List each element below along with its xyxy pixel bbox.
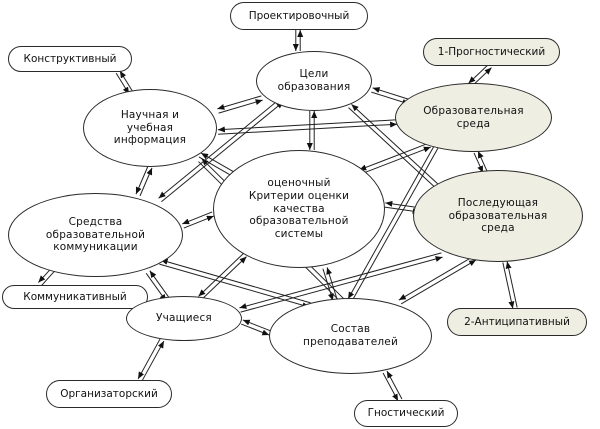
- edge-otsenochny-sostav-forward: [322, 268, 334, 301]
- edge-otsenochny-uchashiesya-backward: [201, 256, 247, 300]
- organizatorsky-text: Организаторский: [60, 387, 158, 400]
- kommunikativny-node: Коммуникативный: [2, 285, 148, 309]
- tseli-text-2: образования: [277, 81, 351, 93]
- edge-prognostichesky-obr-sreda-forward: [468, 64, 489, 84]
- edge-uchashiesya-sostav-forward: [241, 323, 270, 336]
- edge-organizatorsky-uchashiesya-forward: [141, 340, 165, 382]
- otsenochny-text-4: образовательной: [249, 215, 349, 228]
- kommunikativny-label: Коммуникативный: [23, 291, 127, 304]
- edge-otsenochny-sostav-backward: [326, 267, 338, 300]
- otsenochny-text-2: Критерии оценки: [248, 189, 350, 202]
- sredstva-label: Средства образовательной коммуникации: [46, 216, 145, 254]
- antitsipativny-label: 2-Антиципативный: [464, 316, 570, 329]
- sostav-node: Состав преподавателей: [269, 298, 432, 374]
- gnostichesky-node: Гностический: [354, 400, 458, 427]
- kommunikativny-text: Коммуникативный: [23, 290, 127, 303]
- antitsipativny-node: 2-Антиципативный: [447, 308, 587, 336]
- otsenochny-text-1: оценочный: [267, 177, 331, 189]
- obr-sreda-text-2: среда: [456, 117, 491, 130]
- obr-sreda-label: Образовательная среда: [423, 105, 524, 131]
- edge-nauchnaya-obr-sreda-forward: [218, 121, 398, 135]
- posleduyushaya-text-3: среда: [481, 222, 515, 235]
- nauchnaya-text-2: учебная: [126, 121, 174, 134]
- gnostichesky-label: Гностический: [368, 407, 445, 420]
- antitsipativny-text: 2-Антиципативный: [464, 315, 570, 328]
- prognostichesky-label: 1-Прогностический: [438, 46, 545, 59]
- edge-nauchnaya-tseli-forward: [218, 99, 263, 114]
- edge-konstruktivny-nauchnaya-backward: [119, 70, 134, 93]
- uchashiesya-node: Учащиеся: [126, 296, 242, 341]
- edge-gnostichesky-sostav-backward: [382, 372, 399, 402]
- tseli-text-1: Цели: [299, 68, 329, 81]
- obr-sreda-node: Образовательная среда: [395, 83, 552, 152]
- obr-sreda-text-1: Образовательная: [423, 104, 524, 117]
- edge-organizatorsky-uchashiesya-backward: [137, 338, 161, 380]
- edge-otsenochny-uchashiesya-forward: [198, 253, 244, 297]
- sredstva-text-1: Средства: [68, 215, 123, 228]
- edge-sredstva-otsenochny-backward: [181, 211, 213, 225]
- edge-nauchnaya-obr-sreda-backward: [217, 119, 397, 133]
- edge-sredstva-uchashiesya-backward: [149, 270, 171, 300]
- posleduyushaya-label: Последующая образовательная среда: [449, 197, 548, 235]
- edge-tseli-obr-sreda-backward: [372, 87, 411, 101]
- konstruktivny-node: Конструктивный: [8, 46, 132, 72]
- edge-nauchnaya-tseli-backward: [217, 95, 262, 110]
- otsenochny-text-3: качества: [273, 202, 325, 215]
- edge-obr-sreda-posleduyushaya-forward: [473, 152, 484, 174]
- nauchnaya-text-3: информация: [113, 134, 187, 147]
- nauchnaya-text-1: Научная и: [120, 108, 180, 121]
- edge-uchashiesya-posleduyushaya-forward: [240, 256, 443, 313]
- tseli-node: Цели образования: [256, 51, 372, 111]
- konstruktivny-text: Конструктивный: [23, 52, 117, 65]
- otsenochny-node: оценочный Критерии оценки качества образ…: [213, 150, 385, 268]
- otsenochny-text-5: системы: [274, 228, 324, 241]
- edge-antitsipativny-posleduyushaya-backward: [502, 262, 515, 309]
- edge-obr-sreda-otsenochny-backward: [360, 146, 431, 175]
- sostav-text-1: Состав: [330, 323, 371, 336]
- nauchnaya-label: Научная и учебная информация: [114, 109, 186, 147]
- edge-sredstva-tseli-forward: [161, 101, 284, 203]
- edge-sredstva-tseli-backward: [158, 97, 281, 199]
- otsenochny-label: оценочный Критерии оценки качества образ…: [249, 177, 349, 241]
- sredstva-text-2: образовательной: [45, 228, 146, 241]
- edge-uchashiesya-sostav-backward: [242, 319, 271, 332]
- edge-sostav-posleduyushaya-backward: [398, 255, 475, 301]
- edge-antitsipativny-posleduyushaya-forward: [505, 261, 518, 308]
- posleduyushaya-text-1: Последующая: [457, 196, 539, 209]
- edge-obr-sreda-posleduyushaya-backward: [477, 150, 488, 172]
- edge-obr-sreda-otsenochny-forward: [359, 142, 430, 171]
- gnostichesky-text: Гностический: [367, 407, 445, 420]
- edge-nauchnaya-sredstva-backward: [139, 167, 153, 197]
- edge-gnostichesky-sostav-forward: [386, 370, 403, 400]
- sredstva-text-3: коммуникации: [53, 241, 138, 254]
- edge-sredstva-otsenochny-forward: [183, 215, 215, 229]
- edge-sostav-obr-sreda-forward: [351, 140, 443, 302]
- sredstva-node: Средства образовательной коммуникации: [8, 193, 183, 277]
- tseli-label: Цели образования: [278, 68, 351, 94]
- prognostichesky-node: 1-Прогностический: [423, 38, 560, 66]
- posleduyushaya-text-2: образовательная: [448, 209, 548, 222]
- sostav-text-2: преподавателей: [303, 336, 398, 348]
- proektirovochny-text: Проектировочный: [248, 9, 350, 22]
- edge-sostav-obr-sreda-backward: [347, 138, 439, 300]
- edge-uchashiesya-posleduyushaya-backward: [239, 252, 442, 309]
- proektirovochny-node: Проектировочный: [230, 2, 368, 30]
- organizatorsky-node: Организаторский: [46, 380, 172, 408]
- edge-sostav-posleduyushaya-forward: [400, 259, 477, 305]
- proektirovochny-label: Проектировочный: [249, 10, 350, 23]
- prognostichesky-text: 1-Прогностический: [437, 45, 546, 58]
- nauchnaya-node: Научная и учебная информация: [83, 89, 217, 167]
- uchashiesya-label: Учащиеся: [156, 312, 212, 325]
- organizatorsky-label: Организаторский: [60, 388, 158, 401]
- edge-nauchnaya-sredstva-forward: [135, 165, 149, 195]
- konstruktivny-label: Конструктивный: [24, 53, 117, 66]
- posleduyushaya-node: Последующая образовательная среда: [413, 170, 583, 262]
- sostav-label: Состав преподавателей: [303, 323, 398, 349]
- uchashiesya-text: Учащиеся: [156, 312, 212, 325]
